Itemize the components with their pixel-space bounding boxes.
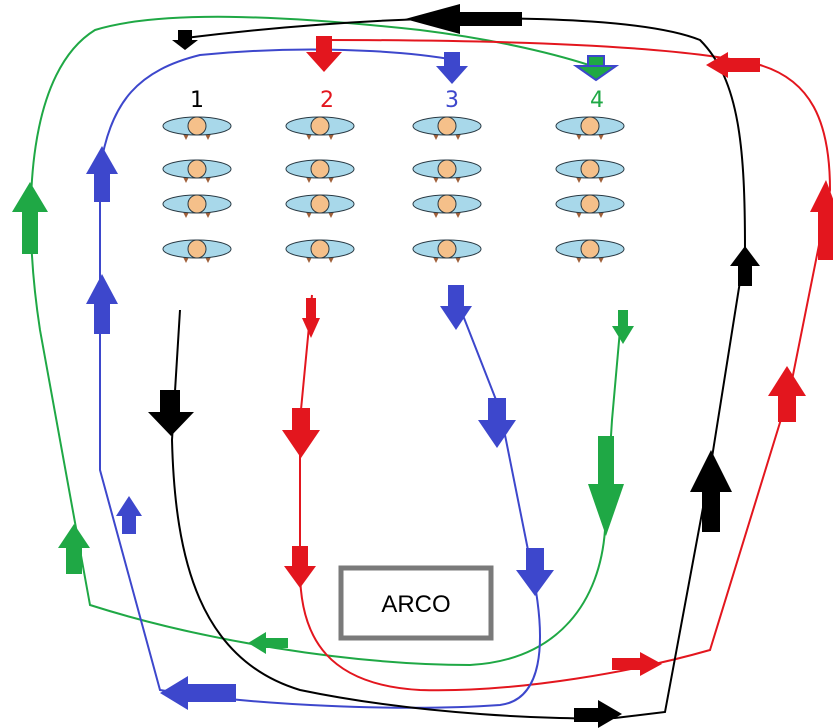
black-arrow-bottom-right [574,700,622,728]
green-arrow-bottom-left [248,632,288,654]
seated-figure [285,159,355,183]
column-label-1: 1 [190,88,204,113]
column-label-3: 3 [445,88,459,113]
black-arrow-col1 [148,390,194,436]
figure-head [437,194,457,214]
red-arrow-col2-mid [282,408,320,458]
seated-figure [285,239,355,263]
blue-arrow-left-up-2 [86,274,118,334]
column-label-4: 4 [590,88,604,113]
figure-head [310,194,330,214]
black-arrow-top-left-pointing [405,4,522,34]
seated-figure [162,194,232,218]
figure-head [580,159,600,179]
seated-figure [555,116,625,140]
green-arrow-col4-small [612,310,634,344]
figure-head [437,239,457,259]
blue-arrow-col3-2 [478,398,516,448]
red-arrow-right-up-1 [810,180,833,260]
figure-head [437,116,457,136]
figure-head [310,116,330,136]
blue-arrow-left-up-3 [116,496,142,534]
arco-label: ARCO [381,591,450,618]
figure-head [310,239,330,259]
blue-arrow-col3-1 [440,285,472,330]
seated-figure [162,116,232,140]
blue-arrow-col3-3 [516,548,554,596]
red-arrow-col2-low [284,546,316,588]
figure-head [187,194,207,214]
seated-figure [555,194,625,218]
figure-head [437,159,457,179]
seated-figure [285,194,355,218]
seated-figure [162,159,232,183]
red-arrow-top-right-left [706,52,760,78]
red-arrow-right-up-2 [768,366,806,422]
red-path [299,39,832,692]
seated-figure [412,159,482,183]
blue-arrow-bottom-left [160,676,236,710]
blue-arrow-left-up-1 [86,146,118,202]
figure-head [187,239,207,259]
figure-head [580,116,600,136]
column-label-2: 2 [320,88,334,113]
arco-box [338,565,494,641]
figure-head [187,159,207,179]
seated-figure [555,159,625,183]
seated-figure [412,239,482,263]
green-arrow-left-up-2 [58,524,90,574]
figure-head [580,239,600,259]
seated-figures [162,116,625,263]
seated-figure [412,116,482,140]
seated-figure [555,239,625,263]
figure-head [310,159,330,179]
blue-arrow-top [436,52,468,84]
seated-figure [162,239,232,263]
red-arrow-col2-small [302,298,320,338]
seated-figure [285,116,355,140]
figure-head [187,116,207,136]
seated-figure [412,194,482,218]
blue-path [99,48,541,709]
black-arrow-top-left [172,30,198,50]
green-arrow-top [572,55,620,82]
red-arrow-top [306,36,342,72]
green-arrow-left-up [12,182,48,254]
red-arrow-bottom-right [612,652,662,676]
black-arrow-right-up-2 [690,450,732,532]
black-arrow-right-up-1 [730,246,760,286]
green-arrow-col4-big [588,436,624,536]
figure-head [580,194,600,214]
